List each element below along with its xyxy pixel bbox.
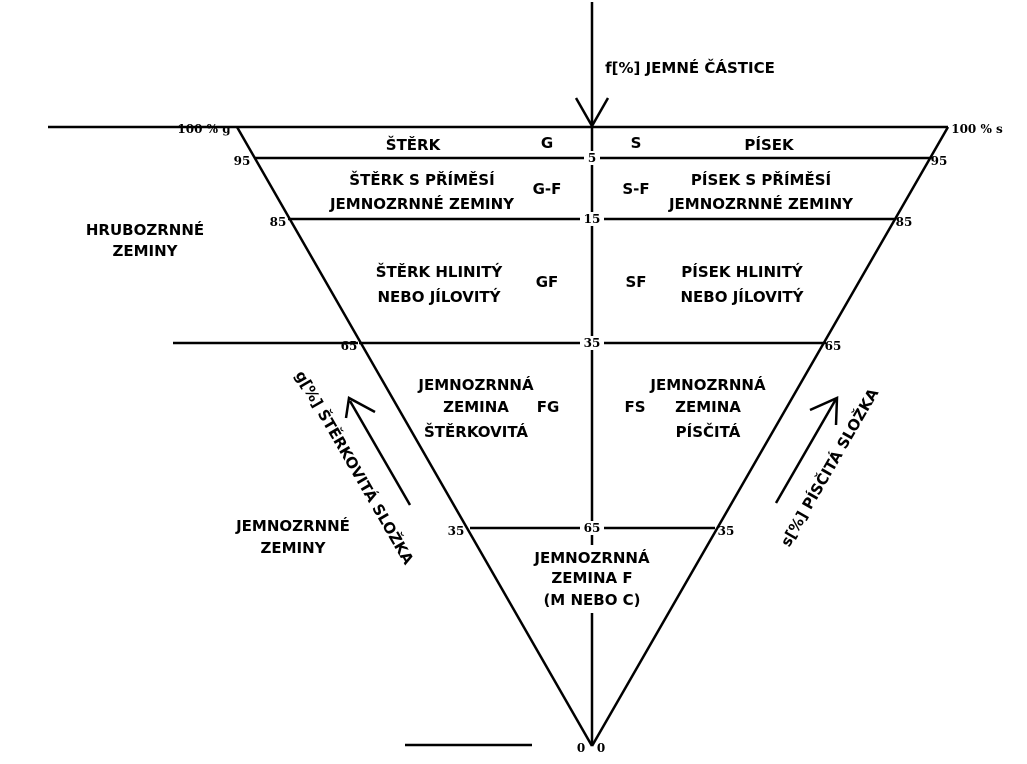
gravel-arrow-shaft: [348, 400, 412, 506]
zone-fine-sandy-line-2: ZEMINA: [675, 398, 741, 416]
coarse-soils-label-2: ZEMINY: [112, 242, 178, 260]
right-tick-35: 35: [718, 524, 735, 538]
bottom-tick-right: 0: [597, 741, 605, 755]
zone-gravel-clayey-code: GF: [536, 273, 559, 291]
bottom-tick-left: 0: [577, 741, 585, 755]
fine-soils-label-2: ZEMINY: [260, 539, 326, 557]
gravel-axis-label: g[%] ŠTĚRKOVITÁ SLOŽKA: [291, 367, 418, 568]
zone-fine-sandy-line-1: JEMNOZRNNÁ: [649, 375, 766, 394]
zone-gravel-fines-line-2: JEMNOZRNNÉ ZEMINY: [329, 194, 515, 213]
triangle-right-edge: [590, 126, 950, 747]
zone-fine-sandy-line-3: PÍSČITÁ: [676, 422, 741, 441]
left-tick-65: 65: [341, 339, 358, 353]
zone-fine-line-2: ZEMINA F: [551, 569, 632, 587]
diagram-lines: [48, 2, 950, 747]
sand-arrow-head: [809, 396, 839, 426]
sand-100-label: 100 % s: [951, 122, 1003, 136]
zone-sand-clayey-code: SF: [625, 273, 646, 291]
zone-gravel-fines-code: G-F: [533, 180, 562, 198]
left-tick-95: 95: [234, 154, 251, 168]
fines-axis-label: f[%] JEMNÉ ČÁSTICE: [605, 58, 775, 77]
zone-gravel-code: G: [541, 134, 553, 152]
right-tick-85: 85: [896, 215, 913, 229]
right-tick-95: 95: [931, 154, 948, 168]
zone-fine-sandy-code: FS: [624, 398, 645, 416]
zone-gravel-clayey-line-1: ŠTĚRK HLINITÝ: [376, 262, 504, 281]
zone-fine-background: [528, 545, 656, 613]
zone-fine-gravelly-code: FG: [537, 398, 560, 416]
left-tick-85: 85: [270, 215, 287, 229]
zone-fine-gravelly-line-2: ZEMINA: [443, 398, 509, 416]
center-ticks: 5 15 35 65 0 0: [577, 151, 605, 755]
zone-sand-fines-line-2: JEMNOZRNNÉ ZEMINY: [668, 194, 854, 213]
zone-fine-gravelly-line-1: JEMNOZRNNÁ: [417, 375, 534, 394]
zone-sand-name: PÍSEK: [744, 135, 795, 154]
left-tick-35: 35: [448, 524, 465, 538]
sand-arrow-shaft: [774, 398, 838, 504]
zone-fine-line-1: JEMNOZRNNÁ: [533, 548, 650, 567]
zone-gravel-name: ŠTĚRK: [386, 135, 442, 154]
coarse-soils-label-1: HRUBOZRNNÉ: [86, 220, 204, 239]
zone-gravel-clayey-line-2: NEBO JÍLOVITÝ: [377, 287, 501, 306]
fines-arrow-head: [574, 97, 610, 129]
center-tick-35: 35: [584, 336, 601, 350]
fine-soils-label-1: JEMNOZRNNÉ: [235, 516, 350, 535]
zone-sand-fines-line-1: PÍSEK S PŘÍMĚSÍ: [691, 170, 832, 189]
zone-sand-clayey-line-1: PÍSEK HLINITÝ: [681, 262, 804, 281]
zone-fine-line-3: (M NEBO C): [543, 591, 640, 609]
center-tick-65: 65: [584, 521, 601, 535]
center-tick-15: 15: [584, 212, 601, 226]
zone-sand-fines-code: S-F: [622, 180, 649, 198]
zone-sand-clayey-line-2: NEBO JÍLOVITÝ: [680, 287, 804, 306]
zone-fine-gravelly-line-3: ŠTĚRKOVITÁ: [424, 422, 528, 441]
right-tick-65: 65: [825, 339, 842, 353]
gravel-arrow-head: [344, 396, 376, 419]
gravel-100-label: 100 % g: [177, 122, 231, 136]
zone-sand-code: S: [631, 134, 642, 152]
center-tick-5: 5: [588, 151, 596, 165]
zone-gravel-fines-line-1: ŠTĚRK S PŘÍMĚSÍ: [349, 170, 495, 189]
triangle-left-edge: [235, 126, 594, 747]
